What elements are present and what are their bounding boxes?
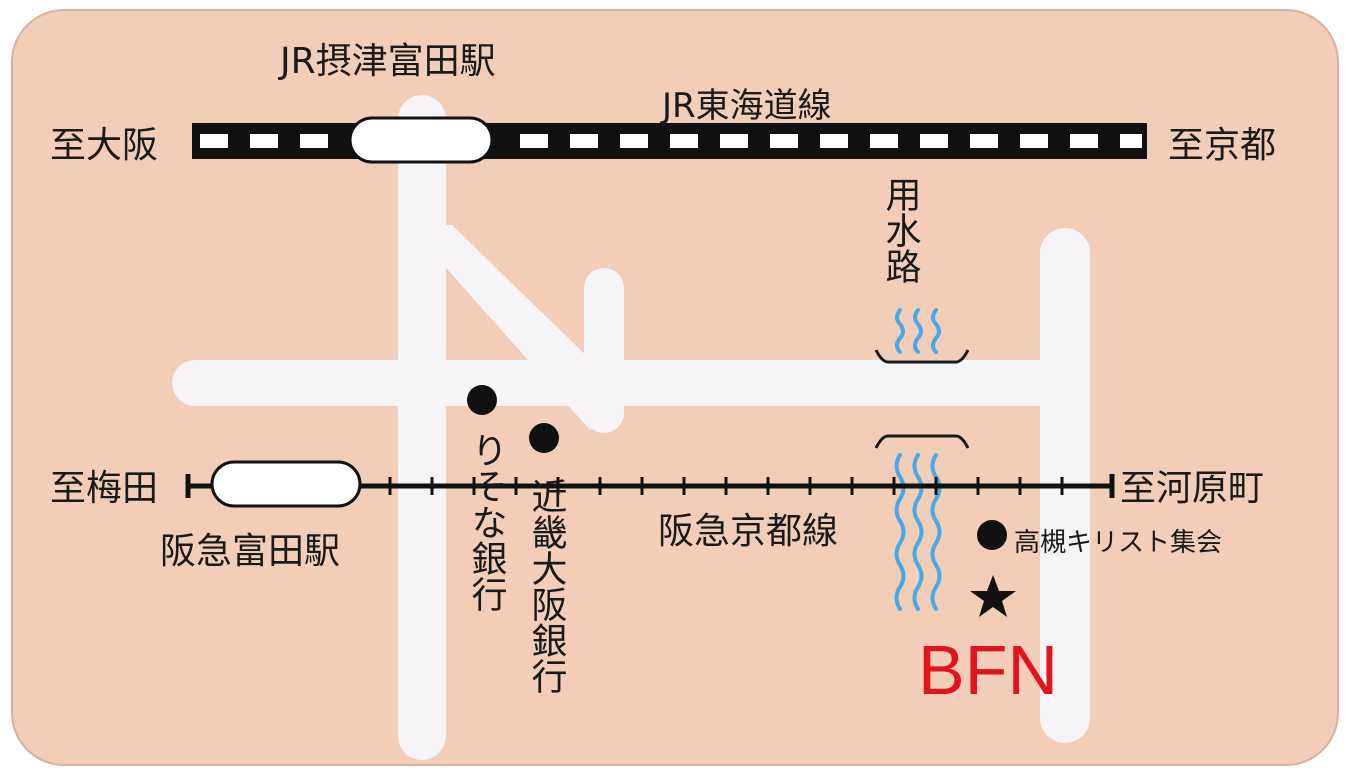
hankyu-station-marker xyxy=(210,460,362,508)
brand-label: BFN xyxy=(918,631,1058,709)
bridge-south xyxy=(874,434,970,449)
resona-bank-label: りそな銀行 xyxy=(466,432,508,612)
kinki-osaka-bank-dot-icon xyxy=(529,423,559,453)
hankyu-station-label: 阪急富田駅 xyxy=(160,531,340,572)
road-vertical-west xyxy=(398,95,446,760)
to-umeda-label: 至梅田 xyxy=(50,468,158,509)
jr-station-marker xyxy=(348,116,494,164)
bridge-marks xyxy=(874,349,970,449)
kinki-osaka-bank-label: 近畿大阪銀行 xyxy=(526,478,568,694)
road-horizontal-main xyxy=(172,360,1087,406)
roads xyxy=(172,95,1090,760)
hankyu-line-label: 阪急京都線 xyxy=(658,511,838,552)
waterway-label: 用水路 xyxy=(880,176,921,284)
jr-line-label: JR東海道線 xyxy=(660,86,832,126)
hankyu-line xyxy=(185,460,1115,508)
waterway xyxy=(894,308,942,611)
resona-bank-dot-icon xyxy=(467,385,497,415)
to-osaka-label: 至大阪 xyxy=(50,125,158,166)
jr-line xyxy=(192,116,1147,164)
road-vertical-middle xyxy=(584,268,624,433)
star-icon xyxy=(970,575,1016,617)
jr-station-label: JR摂津富田駅 xyxy=(278,41,496,82)
assembly-dot-icon xyxy=(977,520,1007,550)
road-diagonal xyxy=(408,225,632,430)
assembly-label: 高槻キリスト集会 xyxy=(1014,528,1222,558)
to-kawaramachi-label: 至河原町 xyxy=(1120,468,1264,509)
to-kyoto-label: 至京都 xyxy=(1168,125,1276,166)
bridge-north xyxy=(874,349,970,364)
